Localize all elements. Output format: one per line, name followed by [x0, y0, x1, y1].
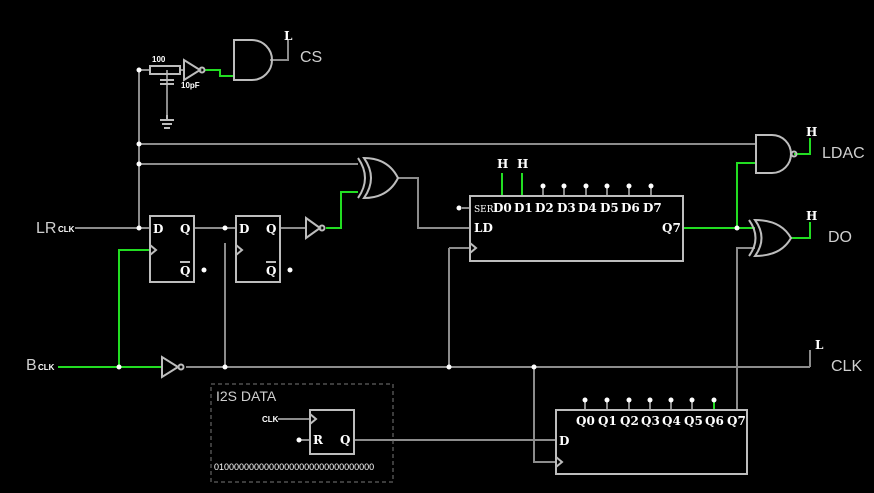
sipo-d: D — [559, 434, 569, 448]
sipo-q4: Q4 — [662, 414, 681, 428]
sipo-q0: Q0 — [576, 414, 595, 428]
ldac-level: H — [806, 125, 817, 139]
ground-icon — [160, 115, 174, 129]
d1-level: H — [517, 157, 528, 171]
clk-level: L — [815, 338, 824, 352]
ldac-label: LDAC — [822, 145, 865, 162]
i2s-bits: 01000000000000000000000000000000 — [214, 462, 374, 472]
piso-ser: SER — [474, 205, 494, 215]
lr-label-sub: CLK — [58, 225, 75, 234]
inverter-rc — [183, 58, 202, 82]
piso-d2: D2 — [535, 201, 554, 215]
wires-low — [75, 40, 811, 463]
capacitor — [160, 79, 174, 85]
cs-label: CS — [300, 49, 322, 66]
resistor — [149, 65, 181, 75]
i2s-title: I2S DATA — [216, 388, 277, 404]
inverter-ff — [305, 216, 326, 240]
do-level: H — [806, 209, 817, 223]
i2s-data-block: I2S DATA CLK R Q 01000000000000000000000… — [210, 383, 394, 483]
i2s-q: Q — [340, 433, 350, 447]
xor-gate-ld — [357, 156, 400, 200]
xor-gate-do: H DO — [748, 209, 852, 258]
piso-d7: D7 — [643, 201, 662, 215]
piso-d3: D3 — [557, 201, 576, 215]
sipo-q6: Q6 — [705, 414, 724, 428]
d0-level: H — [497, 157, 508, 171]
nand-gate-ldac: H LDAC — [755, 125, 865, 174]
sipo-q5: Q5 — [684, 414, 703, 428]
and-gate-cs: L CS — [233, 29, 322, 81]
i2s-clk: CLK — [262, 415, 279, 424]
resistor-value: 100 — [152, 55, 166, 64]
b-label: B — [26, 357, 37, 374]
flipflop-2: D Q Q — [235, 215, 293, 283]
shift-register-sipo: D Q0 Q1 Q2 Q3 Q4 Q5 Q6 Q7 — [555, 397, 748, 475]
piso-q7: Q7 — [662, 221, 681, 235]
clk-output: L CLK — [815, 338, 862, 375]
do-label: DO — [828, 229, 852, 246]
ff1-qbar: Q — [180, 264, 190, 278]
piso-d5: D5 — [600, 201, 619, 215]
capacitor-value: 10pF — [181, 81, 200, 90]
shift-register-piso: SER D0 D1 D2 D3 D4 D5 D6 D7 LD Q7 H H — [456, 157, 684, 262]
piso-d4: D4 — [578, 201, 597, 215]
piso-d1: D1 — [514, 201, 533, 215]
piso-d6: D6 — [621, 201, 640, 215]
flipflop-1: D Q Q — [149, 215, 207, 283]
ff1-d: D — [153, 222, 163, 236]
input-b: B CLK — [26, 357, 55, 374]
ff1-q: Q — [180, 222, 190, 236]
ff2-q: Q — [266, 222, 276, 236]
input-lr: LR CLK — [36, 220, 75, 237]
cs-level: L — [284, 29, 293, 43]
sipo-q2: Q2 — [620, 414, 639, 428]
piso-ld: LD — [474, 221, 493, 235]
ff2-d: D — [239, 222, 249, 236]
ff2-qbar: Q — [266, 264, 276, 278]
i2s-r: R — [313, 433, 324, 447]
sipo-q1: Q1 — [598, 414, 617, 428]
inverter-clk — [161, 355, 185, 379]
b-label-sub: CLK — [38, 363, 55, 372]
junction-dots — [116, 67, 740, 370]
clk-label: CLK — [831, 358, 862, 375]
rc-filter: 100 10pF — [149, 55, 206, 129]
piso-d0: D0 — [493, 201, 512, 215]
lr-label: LR — [36, 220, 56, 237]
sipo-q3: Q3 — [641, 414, 660, 428]
sipo-q7: Q7 — [727, 414, 746, 428]
